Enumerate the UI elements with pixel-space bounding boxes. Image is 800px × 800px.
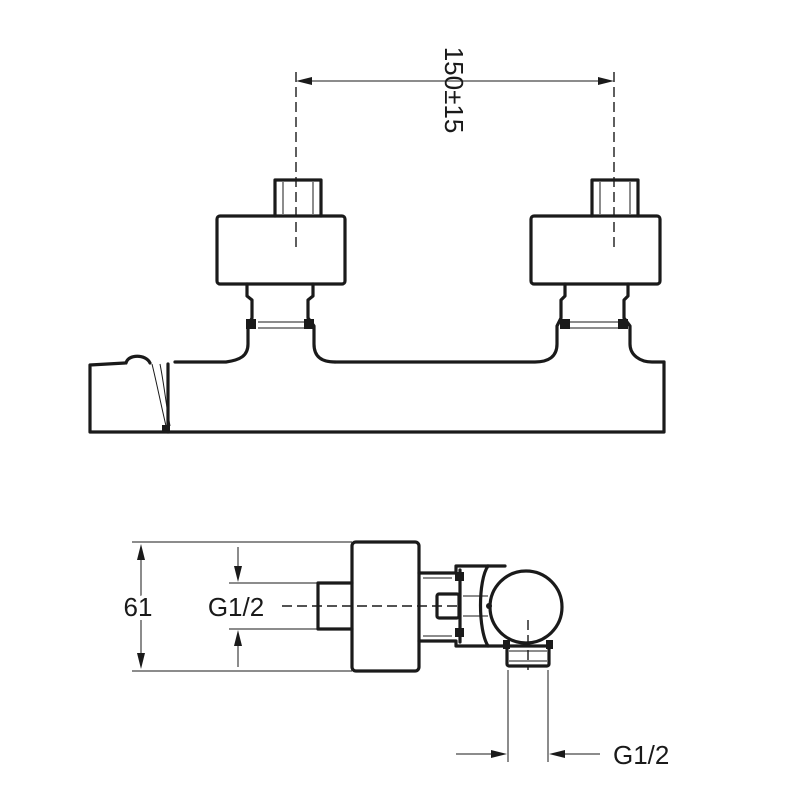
arrow-head-left <box>296 77 312 85</box>
left-inlet-nipple <box>273 178 323 218</box>
side-outlet: G1/2 <box>456 620 669 770</box>
side-seal-mark-bottom <box>455 628 464 637</box>
side-inlet-nut <box>350 540 421 673</box>
left-seal-mark-2 <box>304 319 314 329</box>
left-inlet-neck-right <box>306 282 337 364</box>
side-body <box>417 564 564 648</box>
spacing-label: 150±15 <box>439 47 469 134</box>
dimension-spacing: 150±15 <box>295 47 615 252</box>
dimension-height: 61 <box>120 541 352 672</box>
right-inlet-neck-right <box>622 282 666 364</box>
handle-indicator-bump <box>124 354 152 365</box>
handle-joint-mark <box>162 425 170 433</box>
dimension-inlet-thread: G1/2 <box>208 547 318 667</box>
side-inner-insert <box>435 592 461 620</box>
handle-cap-curve-2 <box>159 363 171 427</box>
outlet-arrow-left <box>491 750 507 758</box>
side-body-outline-bottom <box>417 639 507 648</box>
right-seal-mark <box>560 319 570 329</box>
height-label: 61 <box>124 592 153 622</box>
thread-arrow-bottom <box>234 630 242 646</box>
right-inlet-connector <box>333 178 666 364</box>
left-inlet-nut <box>215 214 347 286</box>
side-view: 61 G1/2 <box>120 540 669 770</box>
outlet-seal-mark-right <box>546 640 553 649</box>
body-outline <box>88 360 666 434</box>
side-body-front-curve <box>478 564 490 648</box>
front-view: 150±15 <box>88 47 666 434</box>
left-seal-mark <box>246 319 256 329</box>
outlet-arrow-right <box>549 750 565 758</box>
left-inlet-connector <box>173 178 347 364</box>
right-inlet-nut <box>529 214 662 286</box>
inlet-thread-label: G1/2 <box>208 592 264 622</box>
arrow-head-top <box>137 544 145 560</box>
handle-cap-curve <box>151 363 167 427</box>
side-internal-bore <box>463 595 488 617</box>
right-inlet-neck <box>333 282 567 364</box>
arrow-head-bottom <box>137 653 145 669</box>
mixer-body <box>88 354 666 434</box>
outlet-thread-label: G1/2 <box>613 740 669 770</box>
left-inlet-neck <box>173 282 254 364</box>
side-body-outline <box>417 564 507 575</box>
arrow-head-right <box>598 77 614 85</box>
outlet-seal-mark-left <box>503 640 510 649</box>
thread-arrow-top <box>234 566 242 582</box>
right-inlet-nipple <box>590 178 640 218</box>
right-seal-mark-2 <box>618 319 628 329</box>
side-seal-mark-top <box>455 572 464 581</box>
side-handle-circle <box>488 569 564 645</box>
